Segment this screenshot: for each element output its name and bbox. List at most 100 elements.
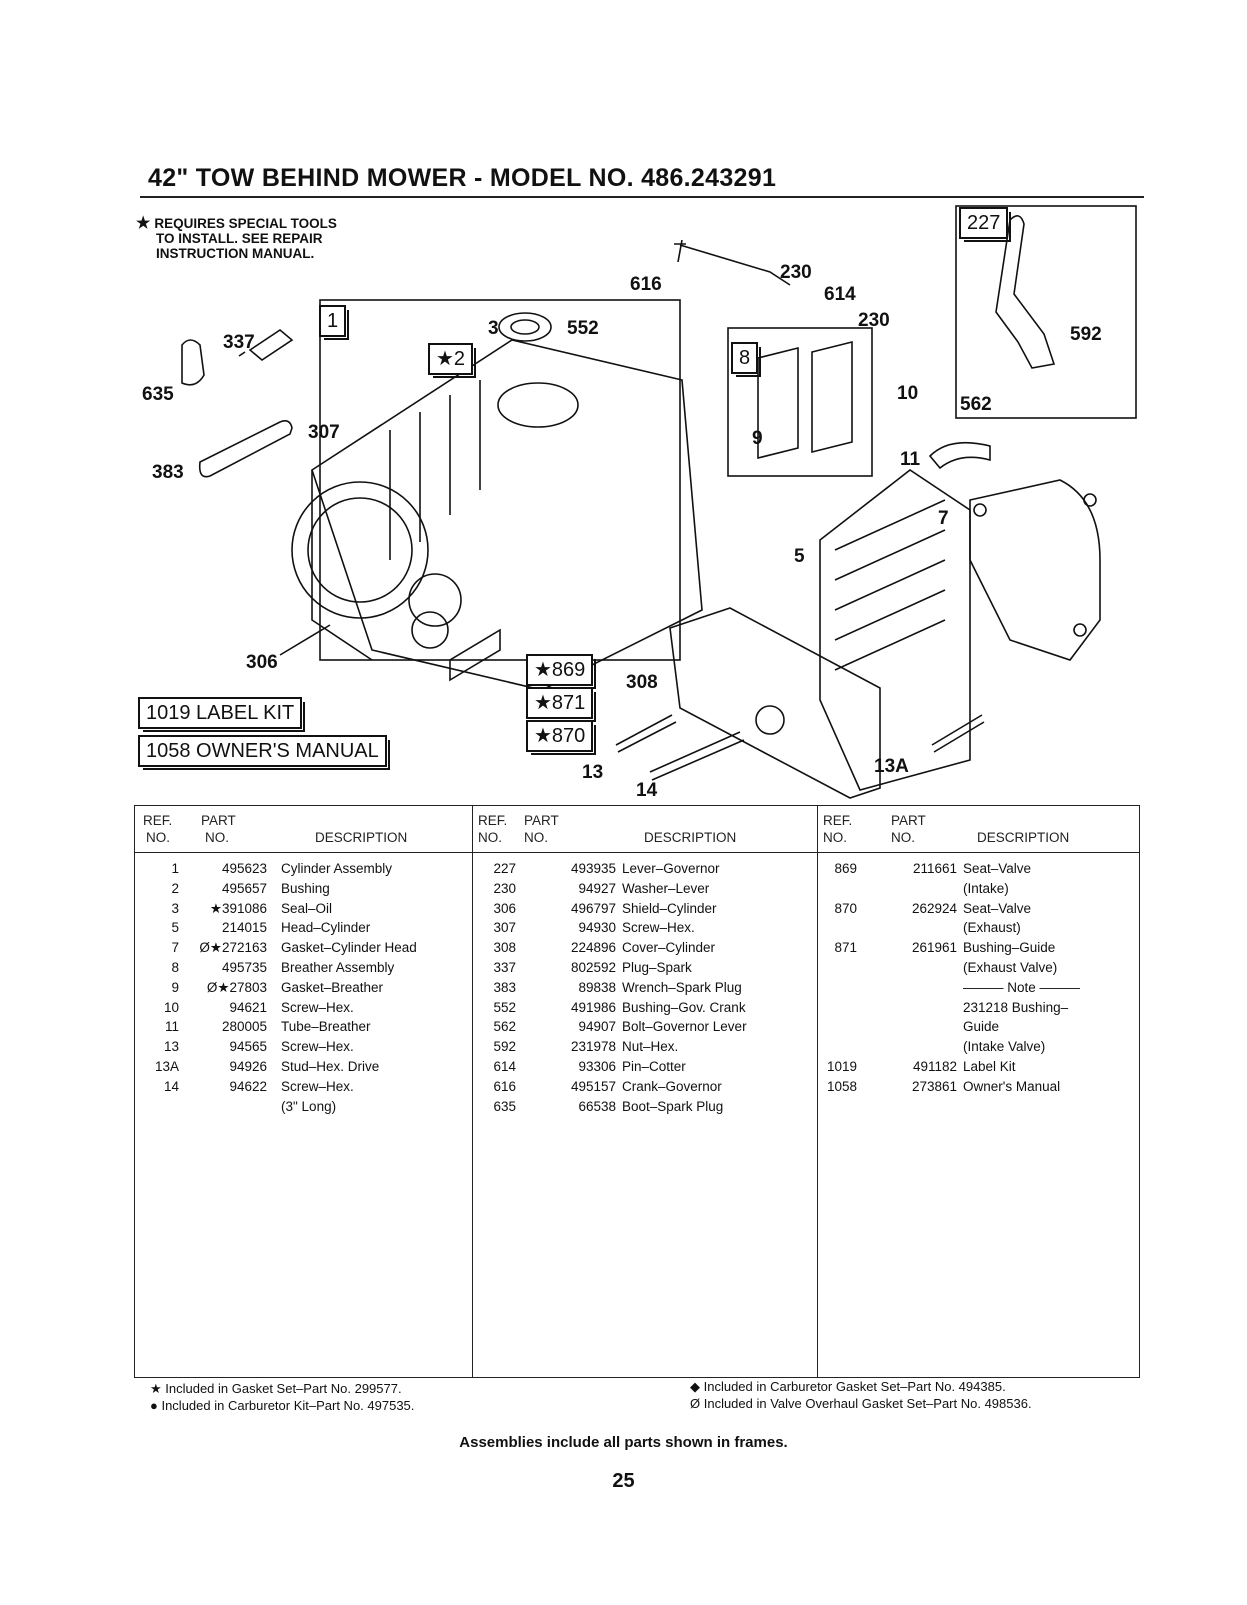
ref-number: 1019 (826, 1058, 857, 1074)
ref-number: 308 (493, 940, 516, 956)
part-number: 280005 (221, 1019, 267, 1035)
part-description: Owner's Manual (963, 1078, 1061, 1094)
ref-number: 306 (493, 900, 516, 916)
callout-11: 11 (900, 449, 921, 470)
part-description: Seal–Oil (281, 900, 333, 916)
footnote-carburetor-gasket-set: ◆ Included in Carburetor Gasket Set–Part… (690, 1379, 1006, 1394)
ref-number: 14 (163, 1078, 179, 1094)
part-description: (3" Long) (281, 1098, 337, 1114)
ref-number: 2 (171, 880, 179, 896)
part-description: Lever–Governor (622, 861, 720, 876)
footnote-valve-overhaul-set: Ø Included in Valve Overhaul Gasket Set–… (690, 1396, 1032, 1411)
callout-307: 307 (308, 422, 340, 443)
table-row: (Intake) (817, 881, 1139, 901)
header-part: PART (891, 813, 926, 828)
callout-562: 562 (960, 394, 992, 415)
ref-number: 13A (154, 1058, 179, 1074)
ref-number: 552 (493, 999, 516, 1015)
ref-number: 383 (493, 979, 516, 995)
part-number: ★391086 (209, 900, 267, 916)
ref-number: 616 (493, 1078, 516, 1094)
callout-230-b: 230 (858, 310, 890, 331)
ref-number: 869 (834, 861, 857, 876)
header-part-no: NO. (891, 830, 916, 845)
column-divider (817, 806, 818, 1377)
frame-1 (319, 299, 681, 661)
frame-227 (955, 205, 1137, 419)
callout-10: 10 (897, 383, 918, 404)
callout-337: 337 (223, 332, 255, 353)
ref-number: 614 (493, 1058, 516, 1074)
ref-number: 7 (171, 940, 179, 956)
ref-number: 9 (171, 979, 179, 995)
part-number: 491182 (912, 1058, 957, 1074)
footnotes-right: ◆ Included in Carburetor Gasket Set–Part… (690, 1378, 1032, 1412)
callout-635: 635 (142, 384, 174, 405)
callout-230-a: 230 (780, 262, 812, 283)
owners-manual-box: 1058 OWNER'S MANUAL (138, 735, 390, 770)
part-description: Shield–Cylinder (622, 900, 717, 916)
callout-306: 306 (246, 652, 278, 673)
note-line-1: REQUIRES SPECIAL TOOLS (154, 216, 337, 231)
footnote-carburetor-kit: ● Included in Carburetor Kit–Part No. 49… (150, 1398, 415, 1413)
part-number: Ø★272163 (199, 940, 267, 956)
part-description: Boot–Spark Plug (622, 1098, 724, 1114)
frame-label-1: 1 (319, 305, 350, 340)
header-rule (135, 852, 1139, 853)
parts-list-table: REF. NO. PART NO. DESCRIPTION REF. NO. P… (134, 805, 1140, 1378)
callout-383: 383 (152, 462, 184, 483)
part-number: 94926 (229, 1058, 267, 1074)
header-ref-no: NO. (823, 830, 848, 845)
part-description: Bushing–Gov. Crank (622, 999, 746, 1015)
ref-number: 5 (171, 920, 179, 936)
header-description: DESCRIPTION (977, 830, 1070, 845)
part-description: Pin–Cotter (622, 1058, 686, 1074)
title-rule (140, 196, 1144, 198)
part-description: Nut–Hex. (622, 1039, 679, 1055)
header-description: DESCRIPTION (644, 830, 737, 845)
table-row: 231218 Bushing– (817, 1000, 1139, 1020)
column-header-1: REF. NO. PART NO. DESCRIPTION (135, 813, 472, 847)
frame-8 (727, 327, 873, 477)
part-description: Crank–Governor (622, 1078, 722, 1094)
part-number: 94621 (229, 999, 267, 1015)
header-ref: REF. (478, 813, 508, 828)
part-number: 94907 (578, 1019, 616, 1035)
part-description: Screw–Hex. (281, 999, 354, 1015)
part-description: Gasket–Cylinder Head (281, 940, 417, 956)
part-number: 211661 (912, 861, 957, 876)
callout-614: 614 (824, 284, 856, 305)
column-divider (472, 806, 473, 1377)
part-description: Cylinder Assembly (281, 861, 393, 876)
part-description: Bushing–Guide (963, 940, 1056, 956)
header-ref: REF. (823, 813, 853, 828)
header-part: PART (201, 813, 236, 828)
callout-616: 616 (630, 274, 662, 295)
assemblies-note: Assemblies include all parts shown in fr… (459, 1434, 788, 1451)
part-description: (Exhaust) (963, 920, 1021, 936)
label-kit-box: 1019 LABEL KIT (138, 697, 306, 732)
part-number: 262924 (911, 900, 957, 916)
part-description: Plug–Spark (622, 959, 692, 975)
part-number: 94927 (578, 880, 616, 896)
note-line-2: TO INSTALL. SEE REPAIR (156, 231, 323, 246)
part-description: Breather Assembly (281, 959, 395, 975)
callout-13: 13 (582, 762, 603, 783)
ref-number: 8 (171, 959, 179, 975)
